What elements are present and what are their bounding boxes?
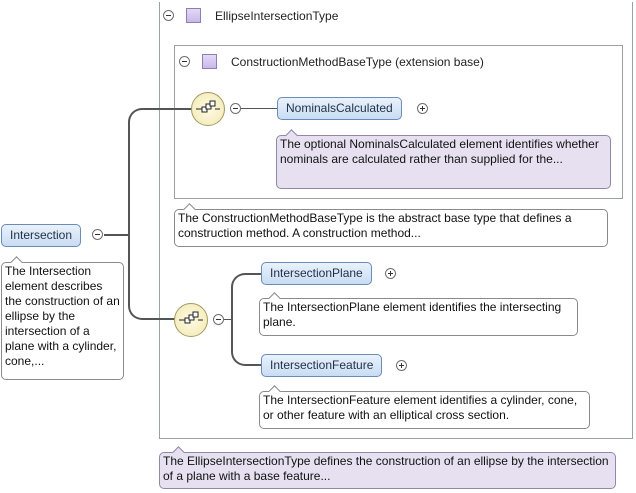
expand-intersection-plane-icon[interactable] — [385, 268, 396, 279]
connector-seq2-branch — [231, 273, 261, 366]
intersection-feature-note: The IntersectionFeature element identifi… — [259, 385, 590, 429]
connector-seq2-mid — [224, 319, 233, 320]
element-intersection-feature[interactable]: IntersectionFeature — [261, 354, 383, 377]
complex-type-icon — [186, 8, 201, 23]
base-type-description: The ConstructionMethodBaseType is the ab… — [178, 211, 572, 240]
base-type-note: The ConstructionMethodBaseType is the ab… — [174, 203, 608, 247]
sequence-glyph-icon — [196, 100, 220, 113]
intersection-description: The Intersection element describes the c… — [5, 264, 120, 368]
outer-type-note: The EllipseIntersectionType defines the … — [159, 446, 616, 489]
sequence-compositor-icon[interactable] — [191, 92, 225, 126]
intersection-plane-note: The IntersectionPlane element identifies… — [259, 292, 578, 336]
complex-type-icon — [202, 54, 217, 69]
expand-intersection-feature-icon[interactable] — [396, 360, 407, 371]
element-nominals-calculated[interactable]: NominalsCalculated — [277, 97, 402, 120]
nominals-calculated-note: The optional NominalsCalculated element … — [276, 129, 611, 189]
collapse-intersection-icon[interactable] — [92, 229, 103, 240]
element-intersection[interactable]: Intersection — [1, 224, 82, 247]
collapse-outer-type-icon[interactable] — [163, 10, 174, 21]
outer-type-title: EllipseIntersectionType — [215, 9, 339, 23]
intersection-plane-description: The IntersectionPlane element identifies… — [263, 300, 562, 329]
collapse-sequence-icon[interactable] — [230, 103, 241, 114]
base-type-title: ConstructionMethodBaseType (extension ba… — [231, 55, 484, 69]
connector-branch — [128, 108, 192, 320]
element-intersection-plane[interactable]: IntersectionPlane — [261, 262, 372, 285]
connector-seq1-elem — [241, 108, 277, 109]
collapse-sequence-icon[interactable] — [213, 314, 224, 325]
intersection-note: The Intersection element describes the c… — [1, 256, 124, 380]
intersection-feature-description: The IntersectionFeature element identifi… — [263, 393, 578, 422]
nominals-calculated-description: The optional NominalsCalculated element … — [280, 137, 599, 166]
collapse-base-type-icon[interactable] — [179, 56, 190, 67]
sequence-compositor-icon[interactable] — [174, 303, 208, 337]
connector-root — [104, 234, 130, 236]
sequence-glyph-icon — [179, 311, 203, 324]
outer-type-description: The EllipseIntersectionType defines the … — [163, 454, 609, 483]
expand-nominals-calculated-icon[interactable] — [417, 103, 428, 114]
